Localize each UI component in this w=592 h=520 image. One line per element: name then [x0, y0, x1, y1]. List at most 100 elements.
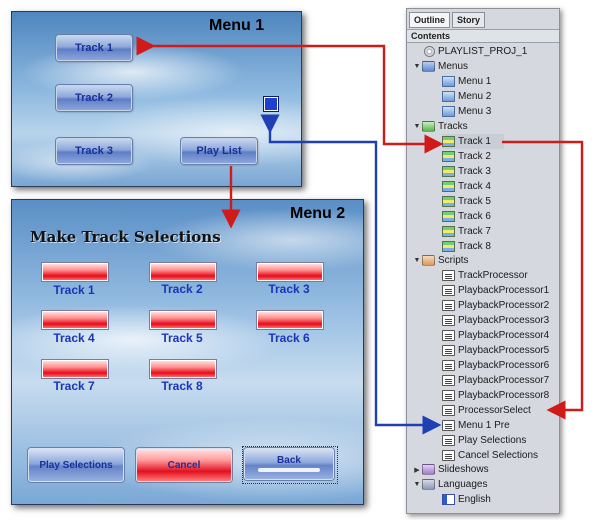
item-label: Play Selections [458, 435, 527, 446]
disclosure-closed-icon[interactable]: ▶ [414, 466, 420, 474]
tree-group-tracks[interactable]: ▼ Tracks [412, 119, 468, 134]
tree-item-script[interactable]: PlaybackProcessor2 [442, 298, 549, 313]
tree-item-script[interactable]: Menu 1 Pre [442, 418, 510, 433]
tree-row-project[interactable]: PLAYLIST_PROJ_1 [424, 44, 527, 59]
tab-story[interactable]: Story [452, 12, 486, 28]
script-icon [442, 450, 455, 461]
track-label: Track 6 [268, 331, 310, 345]
track-select-button[interactable] [42, 311, 108, 329]
tree-item-track[interactable]: Track 5 [442, 194, 491, 209]
tree-item-track[interactable]: Track 3 [442, 164, 491, 179]
track-icon [442, 241, 455, 252]
item-label: Track 8 [458, 241, 491, 252]
menu1-script-marker[interactable] [264, 97, 278, 111]
item-label: Track 2 [458, 151, 491, 162]
selection-handles [242, 446, 338, 484]
tree-item-script[interactable]: PlaybackProcessor3 [442, 313, 549, 328]
tree-item-script[interactable]: ProcessorSelect [442, 403, 531, 418]
disclosure-open-icon[interactable]: ▼ [413, 63, 421, 70]
item-label: TrackProcessor [458, 270, 528, 281]
tree-group-slideshows[interactable]: ▶ Slideshows [412, 462, 489, 477]
disclosure-open-icon[interactable]: ▼ [413, 481, 421, 488]
tree-item-track[interactable]: Track 4 [442, 179, 491, 194]
track-icon [442, 226, 455, 237]
tree-group-menus[interactable]: ▼ Menus [412, 59, 468, 74]
tree-item-track[interactable]: Track 6 [442, 209, 491, 224]
tree-item-menu[interactable]: Menu 3 [442, 104, 491, 119]
tree-item-script[interactable]: PlaybackProcessor5 [442, 343, 549, 358]
item-label: PlaybackProcessor6 [458, 360, 550, 371]
tree-item-script[interactable]: PlaybackProcessor7 [442, 373, 549, 388]
track-label: Track 1 [53, 283, 95, 297]
tree-item-language[interactable]: English [442, 492, 491, 507]
folder-icon [422, 464, 435, 475]
item-label: Track 3 [458, 166, 491, 177]
track-label: Track 8 [161, 379, 203, 393]
back-button[interactable]: Back [244, 448, 334, 480]
group-label: Slideshows [438, 464, 489, 475]
tree-item-script[interactable]: PlaybackProcessor4 [442, 328, 549, 343]
menu1-playlist-button[interactable]: Play List [181, 138, 257, 164]
tree-item-script[interactable]: TrackProcessor [442, 268, 528, 283]
flag-icon [442, 494, 455, 505]
tree-group-languages[interactable]: ▼ Languages [412, 477, 488, 492]
item-label: Track 1 [458, 136, 491, 147]
track-label: Track 3 [268, 282, 310, 296]
menu2-title: Menu 2 [290, 205, 346, 222]
tree-item-script[interactable]: Play Selections [442, 433, 526, 448]
menu-icon [442, 91, 455, 102]
menu1-track3-button[interactable]: Track 3 [56, 138, 132, 164]
track-icon [442, 136, 455, 147]
tree-item-script[interactable]: PlaybackProcessor1 [442, 283, 549, 298]
folder-icon [422, 61, 435, 72]
track-label: Track 2 [161, 282, 203, 296]
tree-item-script[interactable]: Cancel Selections [442, 448, 538, 463]
tree-item-track[interactable]: Track 2 [442, 149, 491, 164]
item-label: Cancel Selections [458, 450, 539, 461]
track-select-button[interactable] [42, 360, 108, 378]
script-icon [442, 435, 455, 446]
menu1-track1-button[interactable]: Track 1 [56, 35, 132, 61]
tree-item-menu[interactable]: Menu 1 [442, 74, 491, 89]
tab-outline[interactable]: Outline [409, 12, 450, 28]
track-select-button[interactable] [150, 311, 216, 329]
tree-item-script[interactable]: PlaybackProcessor8 [442, 388, 549, 403]
menu1-track2-button[interactable]: Track 2 [56, 85, 132, 111]
track-icon [442, 151, 455, 162]
tree-item-track[interactable]: Track 7 [442, 224, 491, 239]
script-icon [442, 375, 455, 386]
disclosure-open-icon[interactable]: ▼ [413, 123, 421, 130]
play-selections-button[interactable]: Play Selections [28, 448, 124, 482]
item-label: PlaybackProcessor1 [458, 285, 550, 296]
track-icon [442, 166, 455, 177]
folder-icon [422, 479, 435, 490]
tree-item-track[interactable]: Track 8 [442, 239, 491, 254]
track-select-button[interactable] [257, 311, 323, 329]
script-icon [442, 330, 455, 341]
item-label: Menu 3 [458, 106, 492, 117]
menu1-title: Menu 1 [209, 17, 265, 34]
project-label: PLAYLIST_PROJ_1 [438, 46, 528, 57]
script-icon [442, 420, 455, 431]
track-label: Track 5 [161, 331, 203, 345]
cancel-button[interactable]: Cancel [136, 448, 232, 482]
item-label: PlaybackProcessor4 [458, 330, 550, 341]
track-select-button[interactable] [150, 360, 216, 378]
track-select-button[interactable] [42, 263, 108, 281]
tree-item-menu[interactable]: Menu 2 [442, 89, 491, 104]
contents-header: Contents [407, 29, 559, 43]
folder-icon [422, 255, 435, 266]
tree-item-track[interactable]: Track 1 [442, 134, 504, 149]
script-icon [442, 270, 455, 281]
item-label: ProcessorSelect [458, 405, 531, 416]
item-label: Menu 1 Pre [458, 420, 510, 431]
track-select-button[interactable] [257, 263, 323, 281]
track-select-button[interactable] [150, 263, 216, 281]
tree-item-script[interactable]: PlaybackProcessor6 [442, 358, 549, 373]
disclosure-open-icon[interactable]: ▼ [413, 257, 421, 264]
script-icon [442, 300, 455, 311]
tree-group-scripts[interactable]: ▼ Scripts [412, 253, 469, 268]
menu-icon [442, 76, 455, 87]
item-label: Track 5 [458, 196, 491, 207]
group-label: Menus [438, 61, 469, 72]
